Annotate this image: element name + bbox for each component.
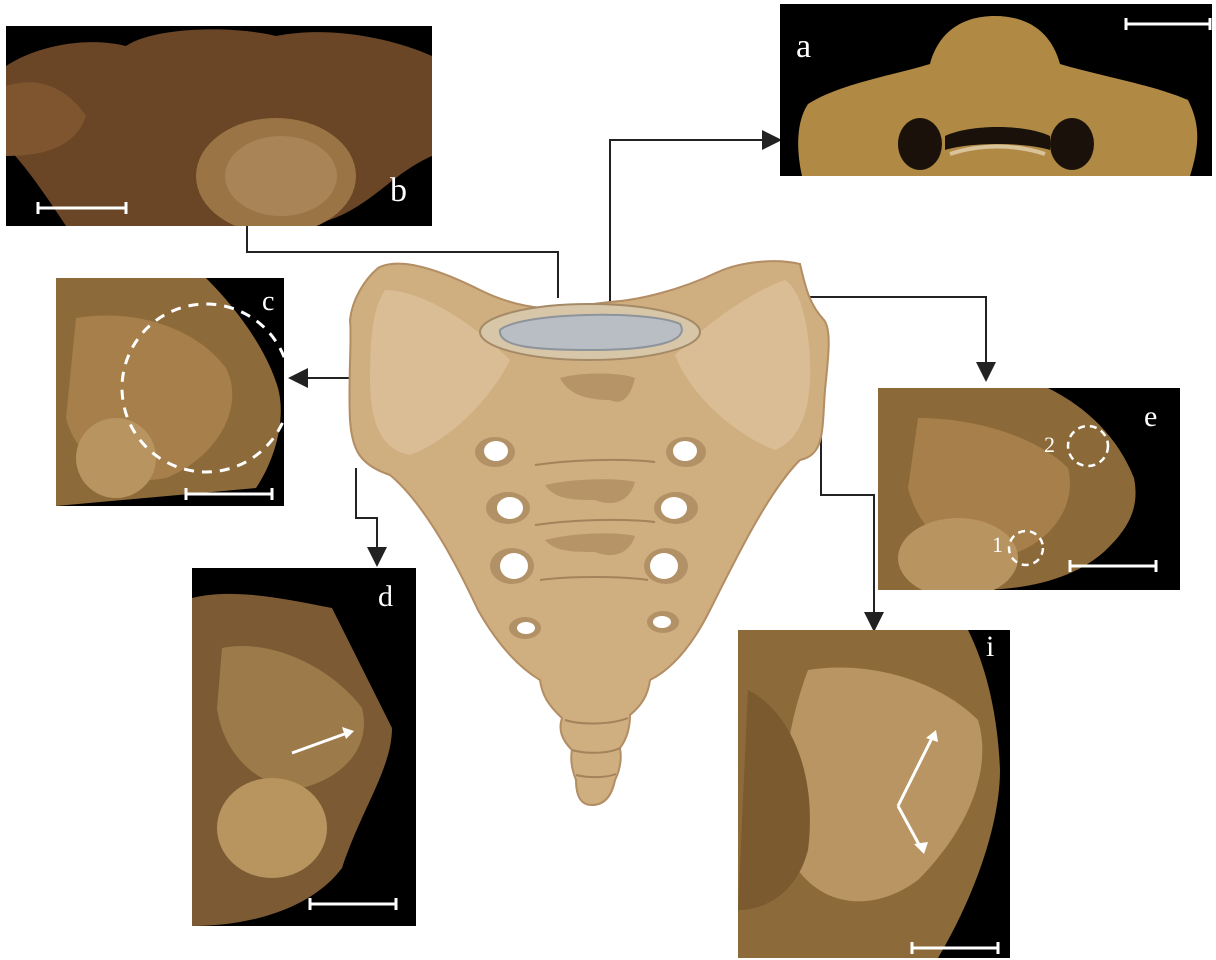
scale-bar — [36, 200, 128, 216]
panel-a: a — [780, 4, 1212, 176]
photo-c-auricular-surface — [56, 278, 284, 506]
scale-bar — [184, 486, 274, 502]
disc-surface — [500, 315, 682, 350]
panel-label-e: e — [1144, 402, 1157, 432]
photo-i-auricular-surface — [738, 630, 1010, 958]
scale-bar — [1068, 558, 1158, 574]
foramen-right-1-hole — [673, 441, 697, 461]
foramen-left-4-hole — [517, 622, 535, 634]
foramen-left-1-hole — [484, 441, 508, 461]
marker-2: 2 — [1044, 434, 1055, 456]
foramen-right-2-hole — [661, 497, 687, 519]
panel-label-c: c — [262, 288, 274, 316]
panel-e: e 2 1 — [878, 388, 1180, 590]
panel-i: i — [738, 630, 1010, 958]
scale-bar — [910, 940, 1000, 956]
panel-b: b — [6, 26, 432, 226]
foramen-left-2-hole — [497, 497, 523, 519]
photo-d-auricular-surface — [192, 568, 416, 926]
panel-label-d: d — [378, 582, 393, 612]
foramen-left-3-hole — [500, 553, 528, 579]
scale-bar — [308, 896, 398, 912]
photo-b-vertebral-body — [6, 26, 432, 226]
panel-label-i: i — [986, 632, 994, 662]
panel-label-b: b — [390, 174, 407, 208]
foramen-right-3-hole — [650, 553, 678, 579]
marker-1: 1 — [992, 534, 1003, 556]
panel-label-a: a — [796, 30, 811, 64]
panel-d: d — [192, 568, 416, 926]
scale-bar — [1124, 16, 1212, 32]
foramen-right-4-hole — [653, 616, 671, 628]
panel-c: c — [56, 278, 284, 506]
